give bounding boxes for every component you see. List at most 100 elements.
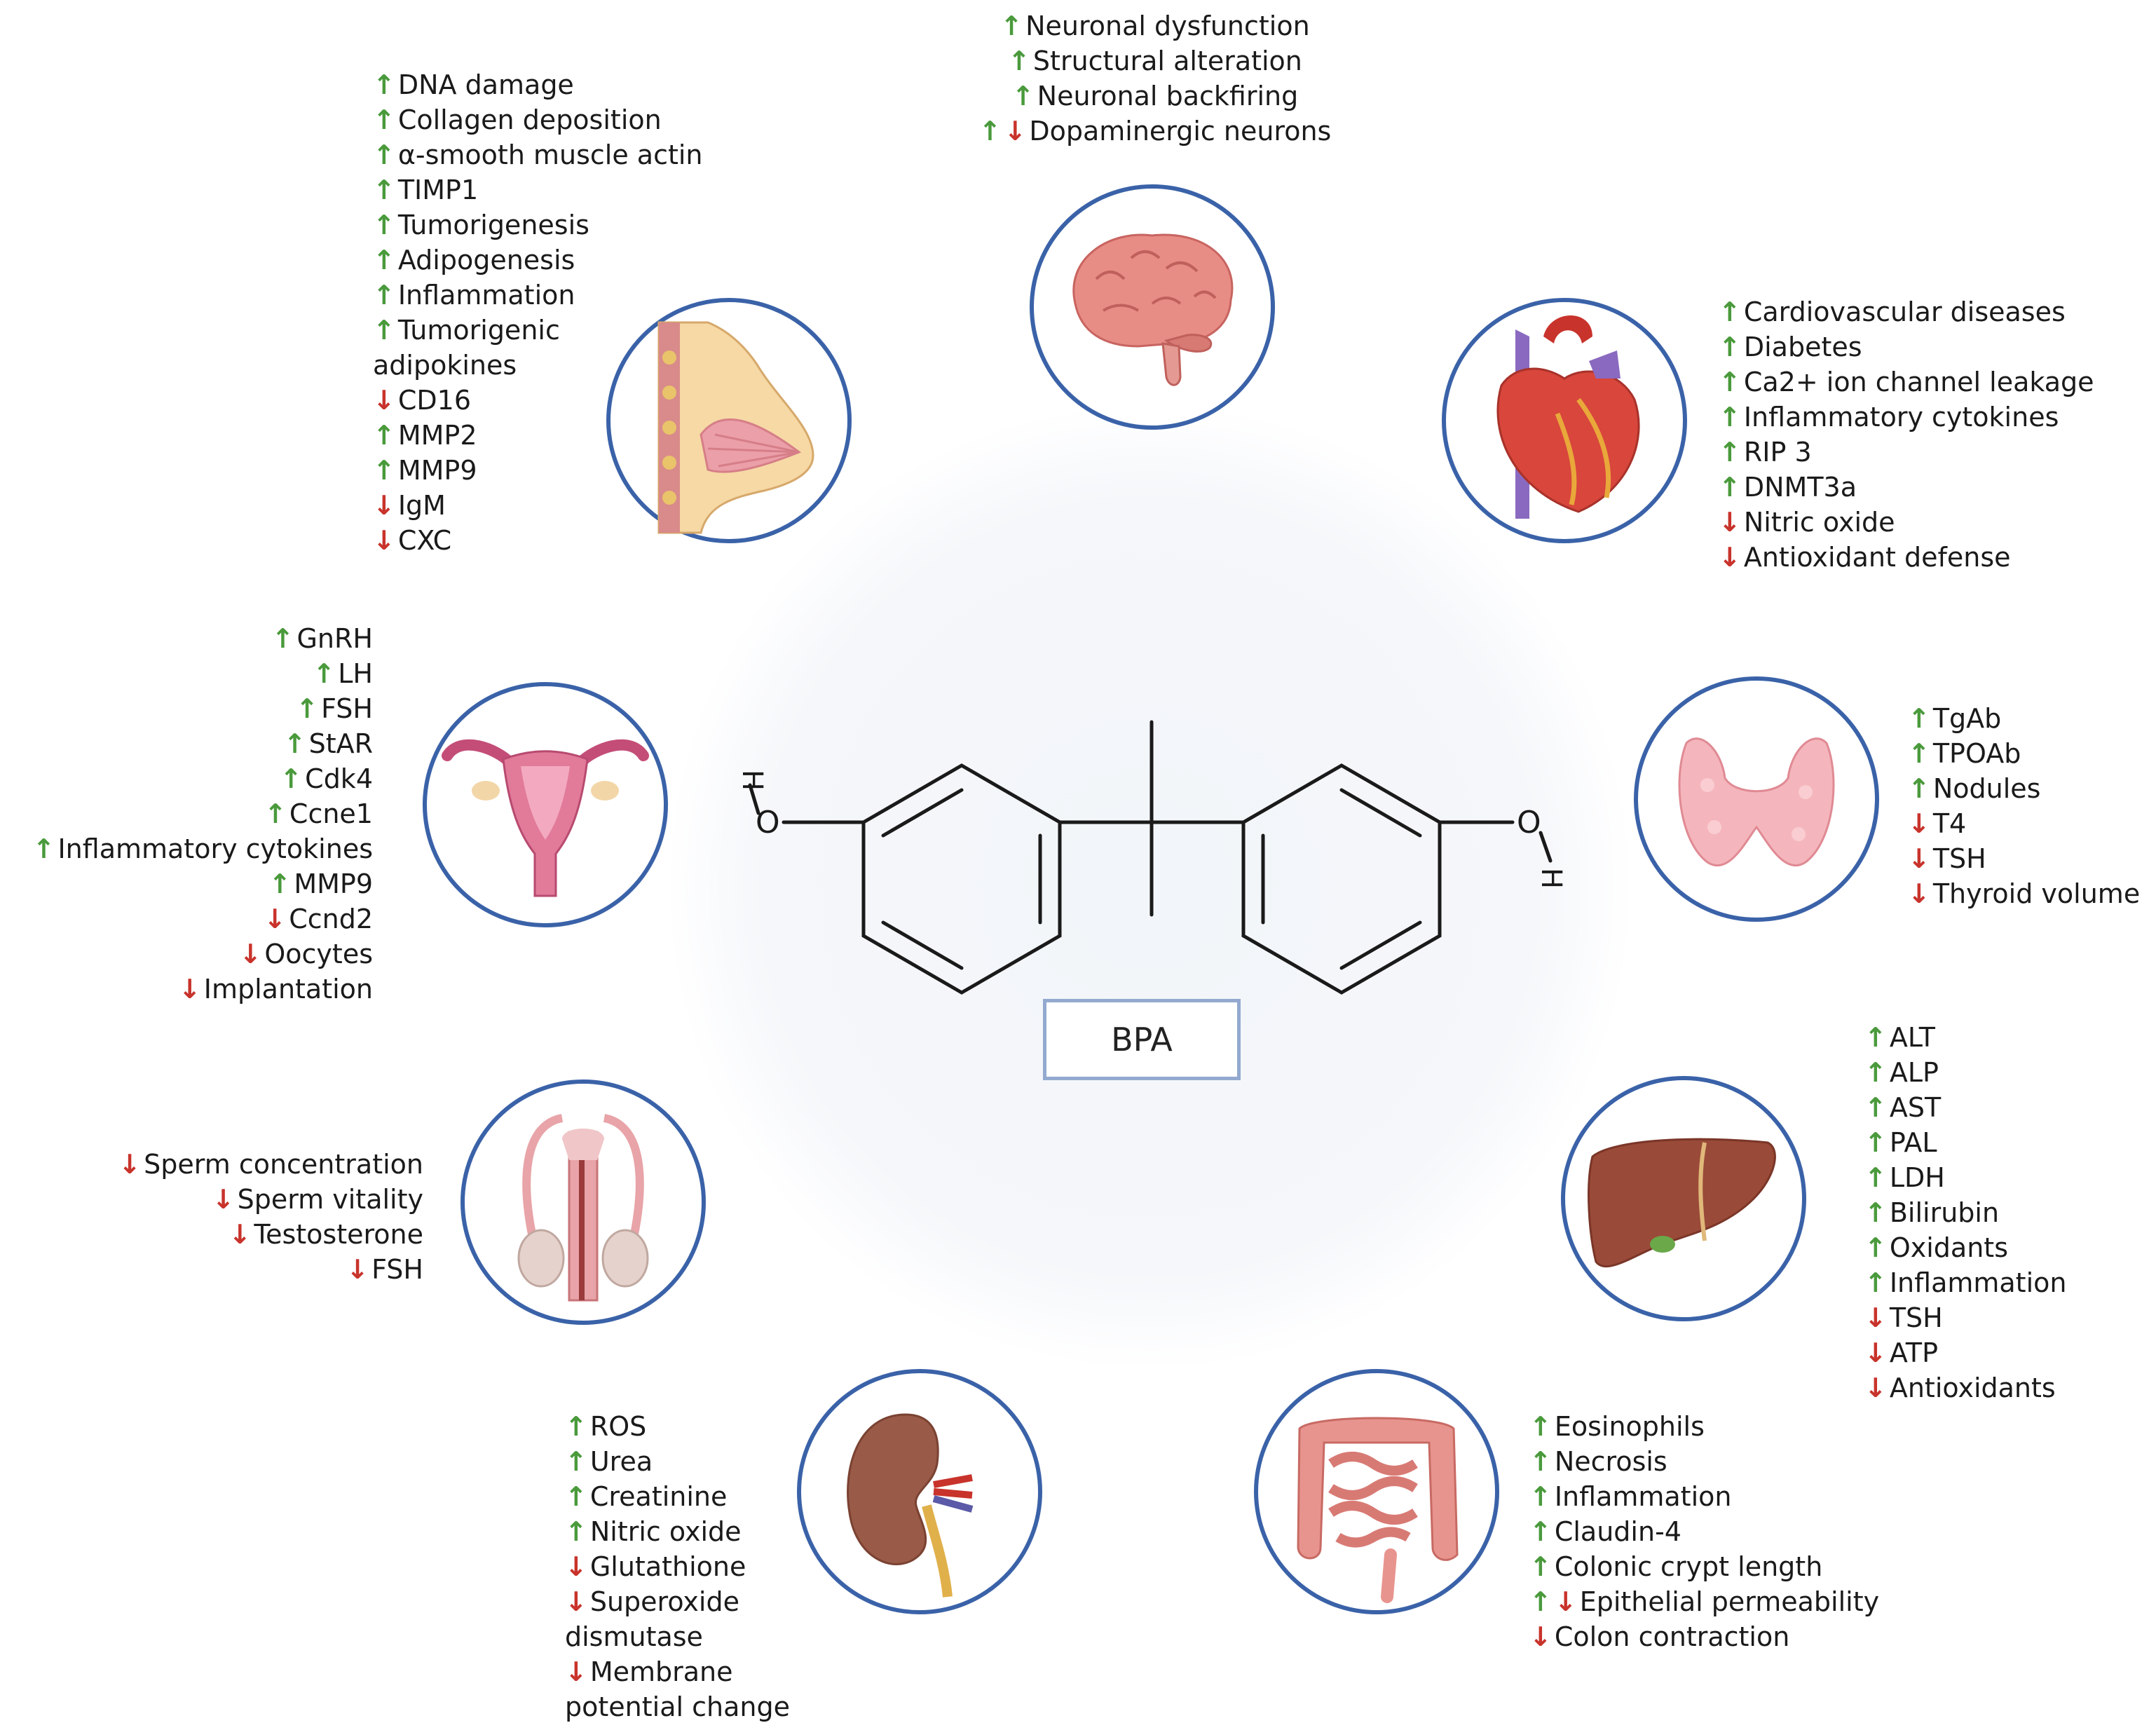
arrow-down-icon: ↓ — [1529, 1621, 1552, 1652]
breast-icon — [606, 298, 852, 543]
effect-item: ↓IgM — [373, 488, 703, 523]
effect-item: ↑α-smooth muscle actin — [373, 137, 703, 172]
arrow-up-icon: ↑ — [1864, 1057, 1887, 1088]
effect-item: ↑StAR — [14, 726, 373, 761]
effect-item: ↑Claudin-4 — [1529, 1514, 1879, 1549]
effect-label-continued: potential change — [565, 1691, 790, 1722]
arrow-down-icon: ↓ — [118, 1149, 142, 1180]
effect-label: Testosterone — [254, 1219, 423, 1250]
effect-label: Necrosis — [1554, 1446, 1667, 1477]
intestine-effects: ↑Eosinophils↑Necrosis↑Inflammation↑Claud… — [1529, 1409, 1879, 1654]
effect-label: Membrane — [589, 1656, 733, 1687]
arrow-up-icon: ↑ — [1864, 1267, 1887, 1298]
effect-item: ↑Nitric oxide — [565, 1514, 790, 1549]
arrow-up-icon: ↑ — [1719, 367, 1741, 397]
effect-label: ALT — [1889, 1022, 1935, 1053]
arrow-down-icon: ↓ — [178, 974, 201, 1004]
effect-item: ↓ATP — [1864, 1335, 2066, 1370]
arrow-up-icon: ↑ — [1719, 332, 1741, 362]
arrow-up-icon: ↑ — [1529, 1411, 1552, 1442]
effect-label: DNMT3a — [1743, 472, 1857, 503]
effect-label: T4 — [1932, 808, 1967, 839]
effect-label: Inflammation — [397, 280, 575, 311]
effect-item: ↑Cardiovascular diseases — [1719, 294, 2094, 329]
arrow-down-icon: ↓ — [1719, 542, 1741, 573]
effect-item: ↓T4 — [1908, 806, 2140, 841]
effect-label: Cdk4 — [305, 763, 373, 794]
arrow-up-icon: ↑ — [565, 1446, 587, 1477]
effect-label: Nodules — [1932, 773, 2041, 804]
effect-item: ↑Adipogenesis — [373, 243, 703, 278]
effect-label: CXC — [397, 525, 452, 556]
arrow-up-icon: ↑ — [373, 245, 395, 275]
bpa-molecule — [748, 720, 1553, 995]
arrow-up-icon: ↑ — [373, 315, 395, 346]
arrow-down-icon: ↓ — [239, 939, 262, 969]
arrow-down-icon: ↓ — [1908, 878, 1930, 909]
arrow-down-icon: ↓ — [1864, 1337, 1887, 1368]
left-hydrogen: H — [736, 770, 768, 791]
effect-label: Inflammatory cytokines — [1743, 402, 2059, 433]
effect-item: ↑Inflammatory cytokines — [14, 831, 373, 866]
effect-item: ↓Thyroid volume — [1908, 876, 2140, 911]
effect-item: ↓Antioxidant defense — [1719, 540, 2094, 575]
effect-item: ↓Sperm concentration — [70, 1147, 423, 1182]
effect-item: ↓TSH — [1908, 841, 2140, 876]
effect-item: ↓Colon contraction — [1529, 1619, 1879, 1654]
brain-effects: ↑Neuronal dysfunction↑Structural alterat… — [959, 8, 1351, 149]
effect-item: ↑LDH — [1864, 1160, 2066, 1195]
effect-label: ROS — [589, 1411, 647, 1442]
arrow-up-icon: ↑ — [565, 1481, 587, 1512]
effect-item: ↑Colonic crypt length — [1529, 1549, 1879, 1584]
effect-label-continued: adipokines — [373, 350, 517, 381]
effect-label: MMP9 — [294, 869, 373, 899]
effect-item: ↑MMP9 — [373, 453, 703, 488]
heart-organ — [1438, 294, 1691, 547]
liver-icon — [1561, 1076, 1806, 1321]
arrow-down-icon: ↓ — [228, 1219, 252, 1250]
uterus-icon — [423, 682, 668, 927]
effect-label: Inflammation — [1554, 1481, 1732, 1512]
right-oxygen: O — [1517, 805, 1541, 840]
arrow-up-icon: ↑ — [1719, 297, 1741, 327]
arrow-up-icon: ↑ — [264, 798, 287, 829]
effect-label: RIP 3 — [1743, 437, 1812, 468]
effect-label: Diabetes — [1743, 332, 1862, 362]
effect-item: ↑Inflammatory cytokines — [1719, 400, 2094, 435]
arrow-down-icon: ↓ — [1908, 843, 1930, 874]
effect-item: ↓CXC — [373, 523, 703, 558]
arrow-up-icon: ↑ — [373, 69, 395, 100]
effect-item: ↑ROS — [565, 1409, 790, 1444]
effect-label: Oocytes — [264, 939, 373, 969]
effect-item: ↓Nitric oxide — [1719, 505, 2094, 540]
intestine-organ — [1250, 1365, 1503, 1618]
uterus-organ — [419, 679, 671, 931]
effect-label: ALP — [1889, 1057, 1939, 1088]
effect-item: ↑↓Epithelial permeability — [1529, 1584, 1879, 1619]
effect-item: ↑Structural alteration — [959, 43, 1351, 79]
effect-item: ↑LH — [14, 656, 373, 691]
effect-item: ↑TgAb — [1908, 701, 2140, 736]
kidney-icon — [797, 1369, 1042, 1614]
effect-label: Antioxidants — [1889, 1373, 2056, 1403]
effect-item: ↑GnRH — [14, 621, 373, 656]
effect-label: MMP9 — [397, 455, 477, 486]
effect-label: Cardiovascular diseases — [1743, 297, 2066, 327]
effect-label: Dopaminergic neurons — [1029, 116, 1332, 147]
male-reproductive-icon — [460, 1079, 706, 1325]
arrow-up-icon: ↑ — [296, 693, 319, 724]
effect-label: Glutathione — [589, 1551, 746, 1582]
effect-item: ↑Eosinophils — [1529, 1409, 1879, 1444]
arrow-down-icon: ↓ — [1864, 1302, 1887, 1333]
thyroid-effects: ↑TgAb↑TPOAb↑Nodules↓T4↓TSH↓Thyroid volum… — [1908, 701, 2140, 911]
effect-item: ↓Oocytes — [14, 936, 373, 972]
arrow-up-icon: ↑ — [1529, 1516, 1552, 1547]
effect-label: GnRH — [296, 623, 373, 654]
effect-item: ↑AST — [1864, 1090, 2066, 1125]
arrow-down-icon: ↓ — [373, 525, 395, 556]
effect-label: TgAb — [1932, 703, 2002, 734]
arrow-down-icon: ↓ — [1554, 1586, 1577, 1617]
effect-label: Structural alteration — [1032, 46, 1302, 76]
effect-item: ↓FSH — [70, 1252, 423, 1287]
